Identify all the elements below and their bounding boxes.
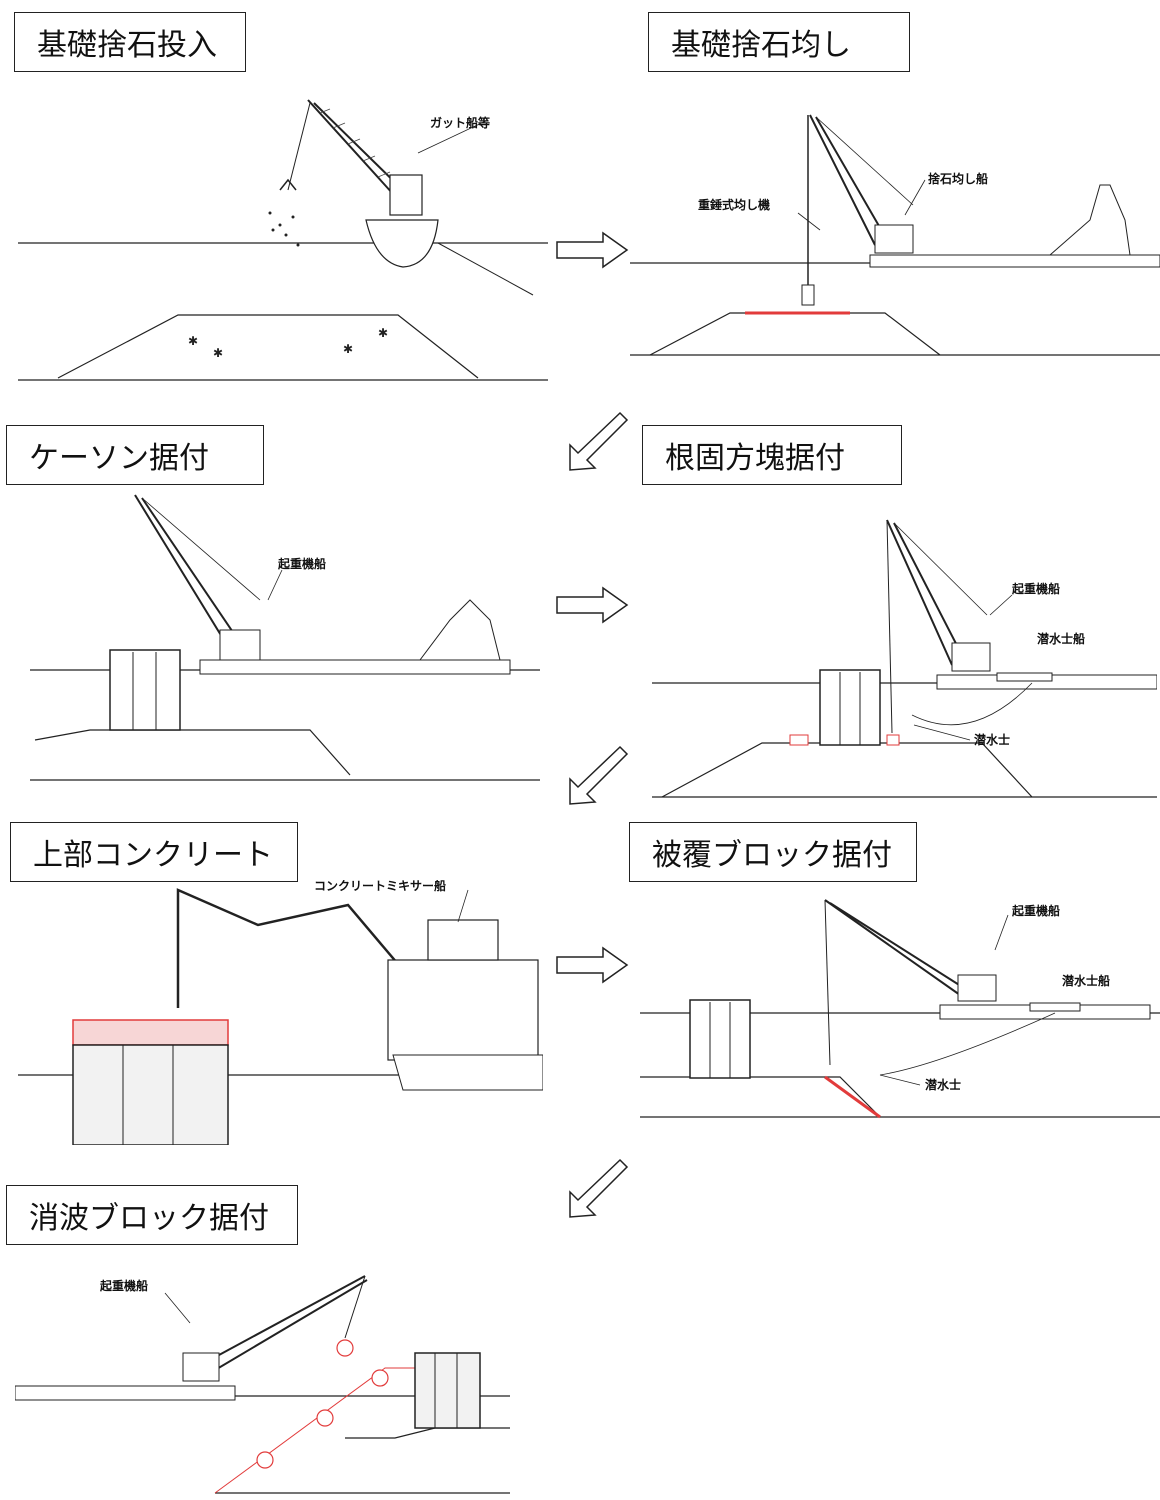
step-2-leveler-label: 重錘式均し機 [698,197,770,212]
step-5-mixer-label: コンクリートミキサー船 [314,880,446,893]
svg-text:✱: ✱ [343,342,353,356]
flow-arrow-down-left-2 [569,745,629,805]
step-1-illustration: ✱ ✱ ✱ ✱ ガット船等 [18,95,548,385]
step-5-title-box: 上部コンクリート [10,822,298,882]
step-7-crane-label: 起重機船 [99,1278,148,1293]
step-6-illustration: 起重機船 潜水士船 潜水士 [640,895,1160,1125]
svg-text:✱: ✱ [188,334,198,348]
step-5-illustration: コンクリートミキサー船 [18,880,543,1145]
step-6-crane-label: 起重機船 [1011,903,1060,918]
step-6-diver-boat-label: 潜水士船 [1062,973,1110,988]
step-7-illustration: 起重機船 [15,1268,510,1496]
flow-arrow-right-1 [556,231,629,269]
step-1-title-box: 基礎捨石投入 [14,12,246,72]
step-6-diver-label: 潜水士 [925,1077,961,1092]
svg-text:✱: ✱ [378,326,388,340]
step-7-title: 消波ブロック据付 [29,1201,269,1236]
step-2-vessel-label: 捨石均し船 [928,171,988,186]
step-4-diver-boat-label: 潜水士船 [1037,631,1085,646]
step-3-title: ケーソン据付 [29,441,209,476]
flow-arrow-down-left-3 [569,1158,629,1218]
step-2-title: 基礎捨石均し [671,28,851,63]
step-4-title-box: 根固方塊据付 [642,425,902,485]
flow-arrow-down-left-1 [569,411,629,471]
step-2-illustration: 重錘式均し機 捨石均し船 [630,105,1160,365]
step-1-vessel-label: ガット船等 [430,115,490,130]
flow-arrow-right-3 [556,946,629,984]
step-4-diver-label: 潜水士 [974,732,1010,747]
step-4-title: 根固方塊据付 [665,441,845,476]
step-1-title: 基礎捨石投入 [37,28,217,63]
svg-text:✱: ✱ [213,346,223,360]
step-3-title-box: ケーソン据付 [6,425,264,485]
step-7-title-box: 消波ブロック据付 [6,1185,298,1245]
step-4-illustration: 起重機船 潜水士船 潜水士 [652,515,1157,805]
step-2-title-box: 基礎捨石均し [648,12,910,72]
step-4-crane-label: 起重機船 [1011,581,1060,596]
step-3-illustration: 起重機船 [30,490,540,790]
step-6-title-box: 被覆ブロック据付 [629,822,917,882]
flow-arrow-right-2 [556,586,629,624]
step-5-title: 上部コンクリート [33,838,273,873]
step-3-crane-label: 起重機船 [277,556,326,571]
step-6-title: 被覆ブロック据付 [652,838,892,873]
